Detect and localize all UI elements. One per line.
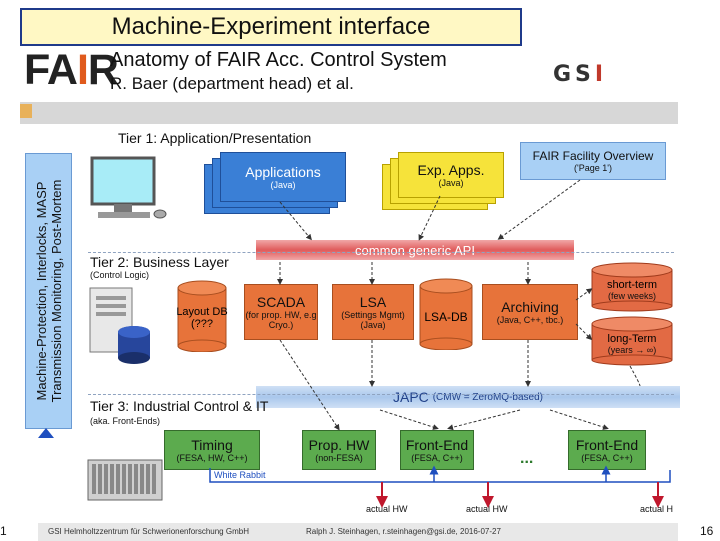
machine-protection-sidebar: Machine-Protection, Interlocks, MASP Tra… (25, 153, 72, 429)
tier1-label: Tier 1: Application/Presentation (118, 130, 312, 146)
sidebar-arrow-icon (38, 428, 54, 438)
footer-bar: GSI Helmholtzzentrum für Schwerionenfors… (38, 523, 678, 541)
sidebar-text: Machine-Protection, Interlocks, MASP Tra… (33, 179, 64, 403)
slide-title: Machine-Experiment interface (20, 8, 522, 46)
exp-apps-box: Exp. Apps. (Java) (398, 152, 504, 198)
vme-crate-icon (87, 459, 163, 501)
long-term-label: long-Term (years → ∞) (607, 333, 657, 355)
japc-bar: JAPC (CMW = ZeroMQ-based) (256, 386, 680, 408)
scada-box: SCADA (for prop. HW, e.g Cryo.) (244, 284, 318, 340)
applications-box: Applications (Java) (220, 152, 346, 202)
facility-overview-box: FAIR Facility Overview ('Page 1') (520, 142, 666, 180)
long-term-cylinder (591, 316, 673, 366)
lsa-db-cylinder (419, 278, 473, 350)
layout-db-cylinder (177, 280, 227, 352)
common-api-bar: common generic API (256, 240, 574, 260)
tier-separator (88, 252, 674, 253)
header-divider-bar (20, 102, 678, 124)
server-icon (89, 287, 150, 364)
timing-box: Timing (FESA, HW, C++) (164, 430, 260, 470)
footer-author: Ralph J. Steinhagen, r.steinhagen@gsi.de… (306, 527, 501, 536)
fair-logo: FAIR (24, 46, 119, 94)
footer-org: GSI Helmholtzzentrum für Schwerionenfors… (48, 527, 249, 536)
archiving-box: Archiving (Java, C++, tbc.) (482, 284, 578, 340)
actual-hw-label-1: actual HW (366, 504, 408, 514)
frontend-box-1: Front-End (FESA, C++) (400, 430, 474, 470)
tier2-sublabel: (Control Logic) (90, 270, 150, 280)
diagram-subtitle: Anatomy of FAIR Acc. Control System (110, 49, 447, 71)
short-term-label: short-term (few weeks) (606, 279, 658, 301)
white-rabbit-label: White Rabbit (214, 470, 266, 480)
diagram-authors: R. Baer (department head) et al. (110, 74, 354, 93)
more-frontends-ellipsis: ... (520, 450, 534, 467)
prop-hw-box: Prop. HW (non-FESA) (302, 430, 376, 470)
lsa-box: LSA (Settings Mgmt) (Java) (332, 284, 414, 340)
tier2-label: Tier 2: Business Layer (90, 254, 229, 270)
monitor-icon (90, 156, 167, 219)
frontend-box-2: Front-End (FESA, C++) (568, 430, 646, 470)
left-page-marker: 1 (0, 524, 7, 538)
short-term-cylinder (591, 262, 673, 312)
layout-db-box: Layout DB (??? (176, 306, 228, 330)
tier3-label: Tier 3: Industrial Control & IT (90, 398, 269, 414)
page-number: 16 (700, 524, 714, 538)
lsa-db-label: LSA-DB (424, 310, 468, 324)
architecture-diagram: Tier 1: Application/Presentation Applica… (80, 124, 680, 522)
diagram-connectors (209, 179, 671, 508)
orange-marker (20, 104, 32, 118)
tier3-sublabel: (aka. Front-Ends) (90, 416, 161, 426)
tier-separator (88, 394, 674, 395)
gsi-logo: GSI (553, 62, 608, 87)
actual-hw-label-2: actual HW (466, 504, 508, 514)
actual-hw-label-3: actual H (640, 504, 674, 514)
